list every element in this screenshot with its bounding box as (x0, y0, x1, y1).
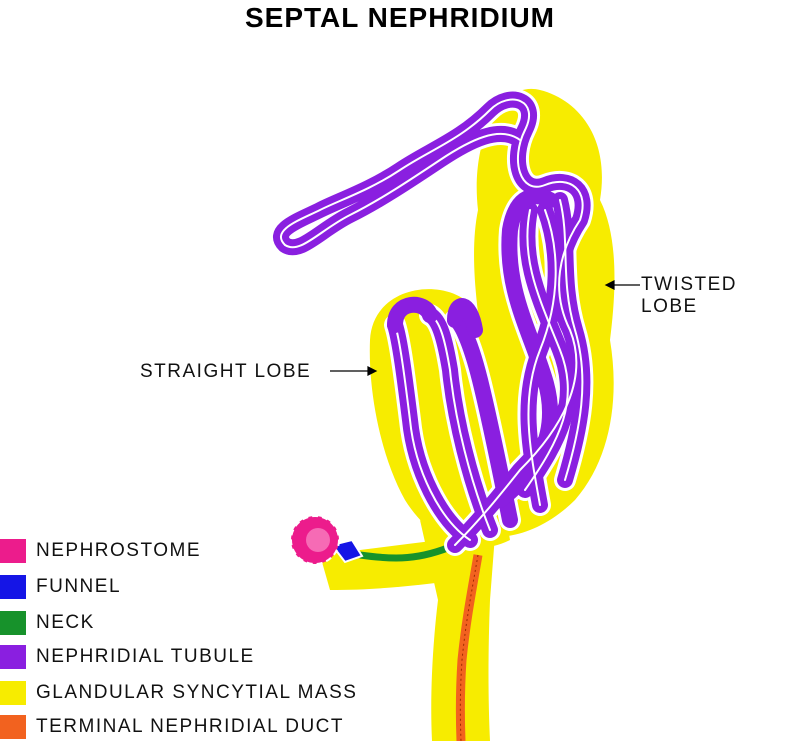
legend-swatch (0, 539, 26, 563)
legend-swatch (0, 611, 26, 635)
legend-item-nephrostome: NEPHROSTOME (0, 538, 201, 564)
nephridial-tubule (270, 88, 594, 556)
legend-swatch (0, 715, 26, 739)
diagram-title: SEPTAL NEPHRIDIUM (245, 2, 555, 33)
nephrostome (290, 515, 340, 565)
legend-item-nephridial-tubule: NEPHRIDIAL TUBULE (0, 644, 255, 670)
legend-label: GLANDULAR SYNCYTIAL MASS (36, 682, 358, 703)
legend-item-neck: NECK (0, 610, 95, 636)
funnel (330, 538, 364, 564)
legend-swatch (0, 681, 26, 705)
pointer-lines (330, 280, 640, 376)
legend-item-funnel: FUNNEL (0, 574, 121, 600)
legend-label: TERMINAL NEPHRIDIAL DUCT (36, 716, 345, 737)
legend-label: FUNNEL (36, 576, 122, 597)
label-twisted-lobe: TWISTED LOBE (641, 274, 737, 317)
label-straight-lobe: STRAIGHT LOBE (140, 361, 312, 382)
legend-item-terminal-nephridial-duct: TERMINAL NEPHRIDIAL DUCT (0, 714, 344, 740)
legend-label: NEPHRIDIAL TUBULE (36, 646, 255, 667)
legend-label: NEPHROSTOME (36, 540, 202, 561)
legend-swatch (0, 575, 26, 599)
legend-label: NECK (36, 612, 95, 633)
legend-item-glandular-syncytial-mass: GLANDULAR SYNCYTIAL MASS (0, 680, 357, 706)
legend-swatch (0, 645, 26, 669)
